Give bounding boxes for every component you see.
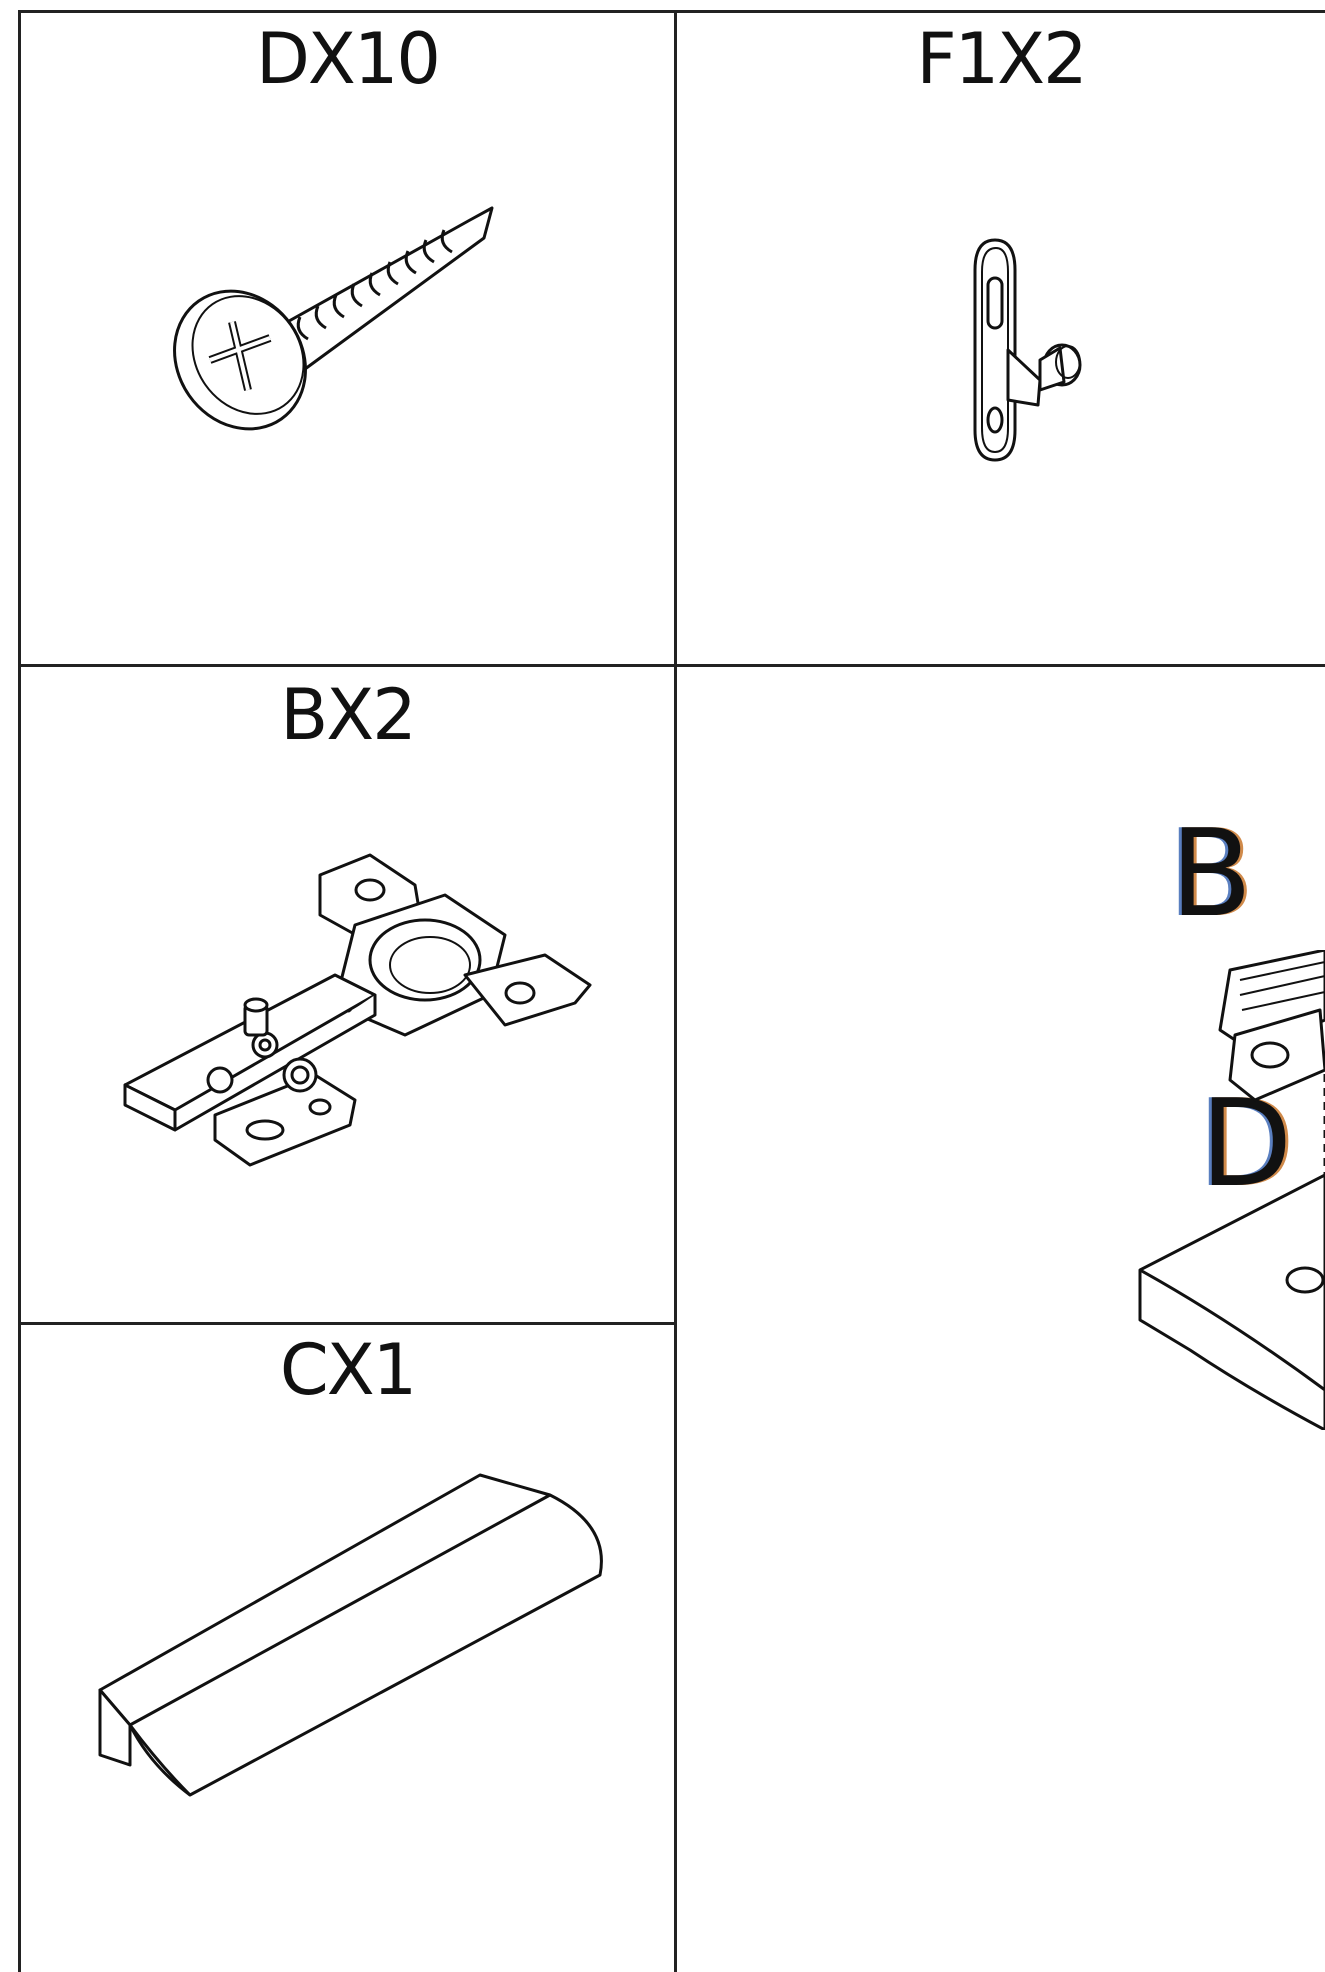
border-top	[18, 10, 1325, 13]
callout-b: B	[1170, 805, 1253, 944]
handle-icon	[98, 1473, 603, 1797]
divider-vertical	[674, 10, 677, 1972]
hinge-icon	[123, 853, 592, 1167]
part-label-f1x2: F1X2	[916, 18, 1087, 100]
part-label-cx1: CX1	[279, 1329, 417, 1411]
border-left	[18, 10, 21, 1972]
screw-icon	[173, 206, 494, 431]
divider-row-2	[18, 1322, 677, 1325]
shelf-support-icon	[973, 238, 1082, 462]
callout-d: D	[1200, 1075, 1293, 1214]
divider-row-1	[18, 664, 1325, 667]
assembly-diagram-icon	[1138, 950, 1325, 1430]
part-label-bx2: BX2	[280, 674, 417, 756]
part-label-dx10: DX10	[256, 18, 441, 100]
